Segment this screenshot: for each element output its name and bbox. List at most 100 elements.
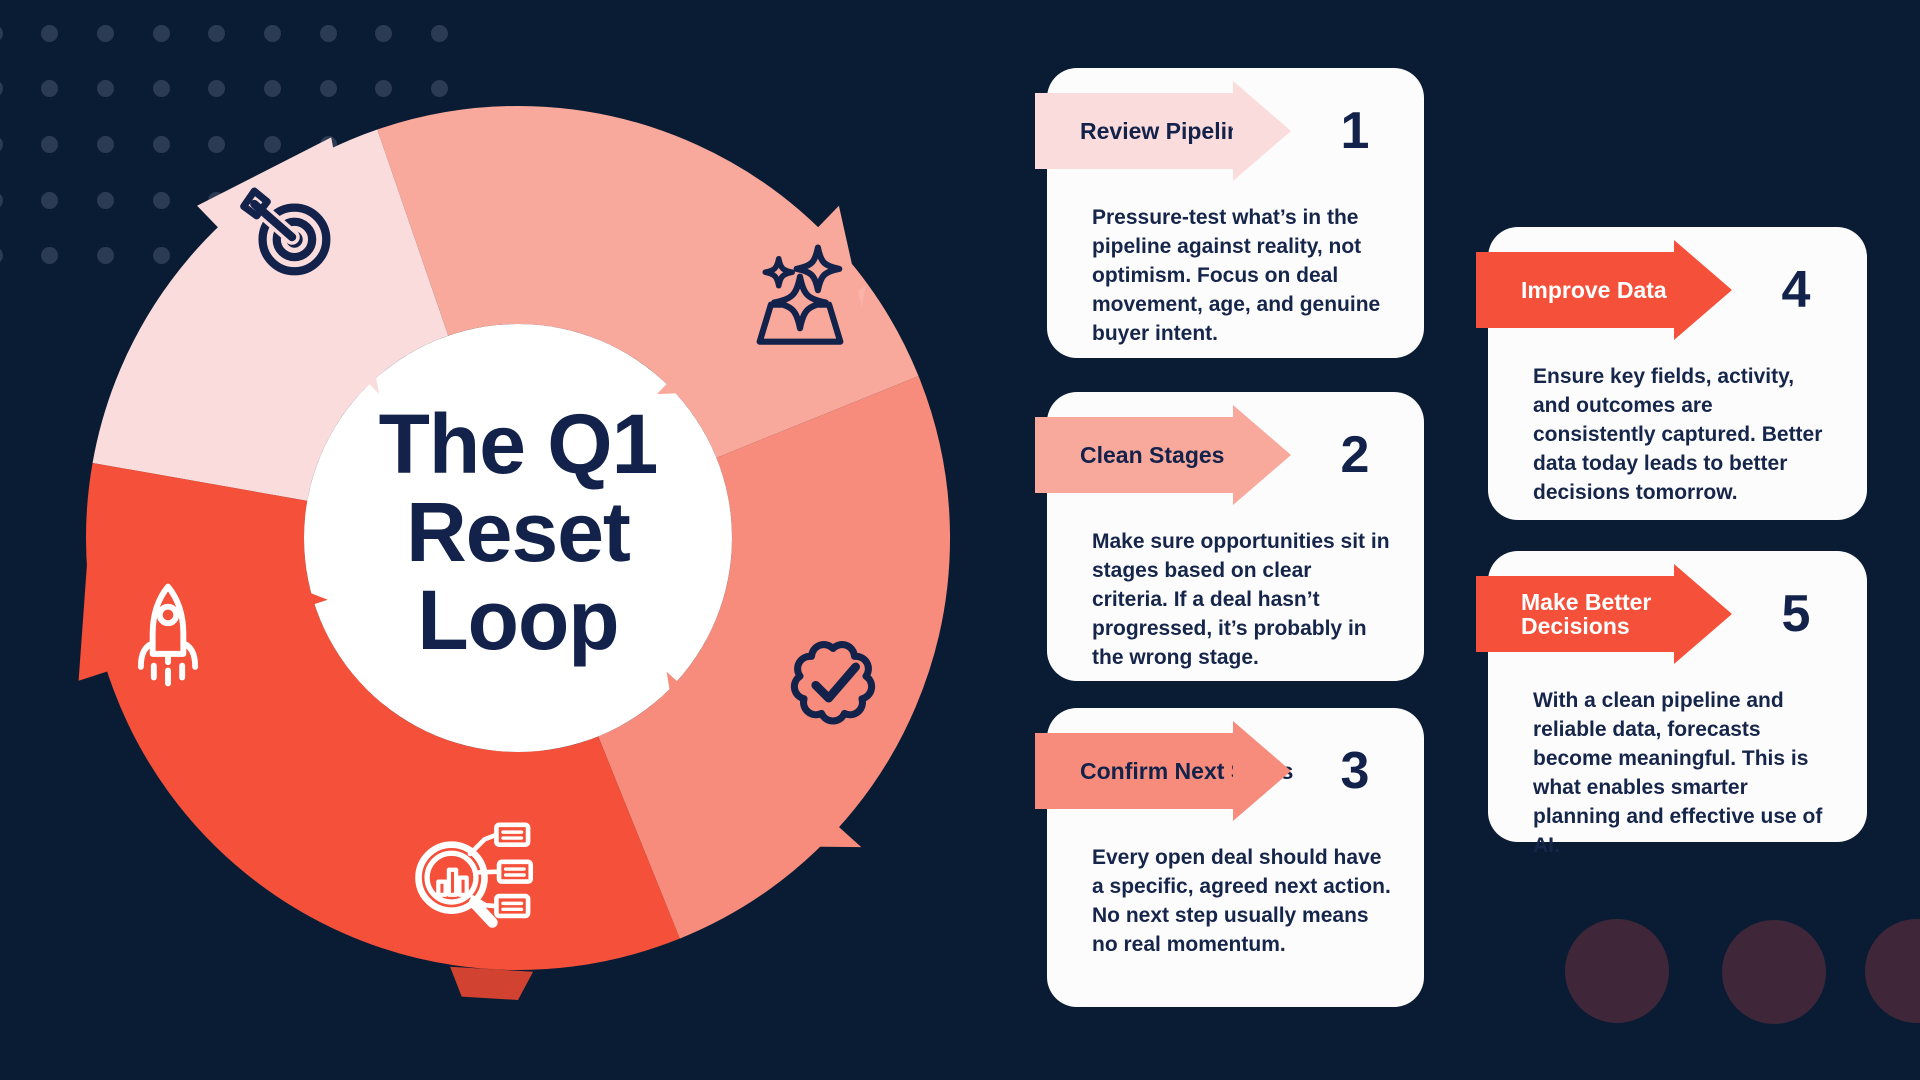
icon-art — [415, 822, 534, 928]
step-number: 4 — [1781, 261, 1811, 319]
icon-art — [137, 583, 199, 687]
step-label: Make Better Decisions — [1521, 588, 1652, 639]
icon-part — [496, 859, 534, 884]
grid-dot — [319, 80, 337, 98]
icon-part — [415, 841, 488, 914]
step-label: Improve Data — [1521, 276, 1667, 303]
loop-fold — [450, 966, 534, 1000]
step-label: Confirm Next Steps — [1080, 757, 1294, 784]
grid-dot — [0, 135, 3, 153]
step-label-ribbon: Review Pipeline — [1035, 81, 1291, 181]
grid-dot — [208, 135, 226, 153]
grid-dot — [41, 80, 59, 98]
loop-center-circle — [304, 324, 732, 752]
loop-title: The Q1 Reset Loop — [218, 400, 818, 664]
rocket-icon — [109, 576, 227, 694]
loop-title-line: Reset — [406, 485, 631, 579]
icon-part — [476, 869, 502, 875]
icon-part — [424, 850, 479, 905]
grid-dot — [152, 247, 170, 265]
icon-part — [272, 217, 317, 262]
step-number: 1 — [1340, 102, 1370, 160]
icon-part — [811, 662, 861, 703]
grid-dot — [0, 191, 3, 209]
grid-dot — [41, 135, 59, 153]
grid-dot — [152, 80, 170, 98]
grid-dot — [152, 24, 170, 42]
decorative-circle — [1565, 919, 1669, 1023]
grid-dot — [264, 24, 281, 42]
icon-art — [240, 187, 331, 276]
grid-dot — [96, 80, 114, 98]
step-card-review-pipeline: Review Pipeline 1 Pressure-test what’s i… — [1035, 68, 1424, 358]
step-description: Every open deal should have a specific, … — [1092, 846, 1391, 956]
data-search-icon — [404, 809, 536, 941]
grid-dot — [0, 247, 3, 265]
step-number: 5 — [1781, 585, 1811, 643]
step-description: Ensure key fields, activity, and outcome… — [1533, 365, 1823, 504]
grid-dot — [208, 80, 226, 98]
step-description: Make sure opportunities sit in stages ba… — [1092, 530, 1390, 669]
grid-dot — [0, 24, 3, 42]
loop-segment — [92, 129, 451, 504]
step-label-ribbon: Make Better Decisions — [1476, 564, 1732, 664]
step-card-confirm-next-steps: Confirm Next Steps 3 Every open deal sho… — [1035, 708, 1424, 1007]
grid-dot — [152, 191, 170, 209]
step-number: 2 — [1340, 426, 1370, 484]
icon-part — [457, 875, 469, 897]
grid-dot — [41, 247, 59, 265]
grid-dot — [264, 135, 281, 153]
grid-dot — [41, 191, 59, 209]
grid-dot — [152, 135, 170, 153]
icon-part — [240, 187, 271, 220]
icon-part — [494, 822, 531, 847]
decorative-circle — [1722, 920, 1826, 1024]
icon-art — [790, 641, 876, 725]
icon-part — [180, 640, 199, 670]
step-label: Review Pipeline — [1080, 117, 1254, 144]
icon-part — [771, 273, 829, 332]
icon-part — [446, 867, 459, 897]
step-card-improve-data: Improve Data 4 Ensure key fields, activi… — [1476, 227, 1867, 520]
icon-part — [436, 879, 448, 897]
grid-dot — [208, 24, 226, 42]
grid-dot — [319, 24, 337, 42]
target-icon — [226, 171, 344, 289]
step-label-ribbon: Confirm Next Steps — [1035, 721, 1293, 821]
loop-title-line: The Q1 — [378, 397, 659, 491]
icon-part — [762, 256, 795, 289]
step-label-ribbon: Improve Data — [1476, 240, 1732, 340]
step-card-make-better-decisions: Make Better Decisions 5 With a clean pip… — [1476, 551, 1867, 857]
step-description: Pressure-test what’s in the pipeline aga… — [1092, 206, 1381, 345]
sparkles-icon — [744, 242, 856, 354]
grid-dot — [96, 24, 114, 42]
grid-dot — [96, 247, 114, 265]
icon-part — [258, 203, 331, 276]
icon-part — [137, 640, 156, 670]
grid-dot — [431, 80, 449, 98]
icon-part — [470, 895, 499, 909]
loop-title-line: Loop — [417, 573, 619, 667]
decorative-circle — [1865, 919, 1920, 1023]
grid-dot — [431, 24, 449, 42]
grid-dot — [375, 80, 393, 98]
reset-loop-diagram — [78, 106, 950, 1000]
icon-part — [156, 603, 180, 627]
icon-part — [793, 244, 843, 294]
icon-art — [756, 244, 844, 345]
loop-arrowhead — [197, 137, 380, 395]
grid-dot — [0, 80, 3, 98]
step-description: With a clean pipeline and reliable data,… — [1533, 689, 1823, 857]
grid-dot — [375, 24, 393, 42]
loop-arrowhead — [666, 671, 862, 848]
loop-arrowhead — [656, 205, 879, 395]
icon-part — [468, 897, 498, 928]
grid-dot — [96, 135, 114, 153]
loop-arrowhead — [78, 508, 328, 681]
icon-part — [467, 832, 499, 857]
step-label-ribbon: Clean Stages — [1035, 405, 1291, 505]
grid-dot — [41, 24, 59, 42]
grid-dot — [264, 80, 281, 98]
icon-part — [494, 893, 531, 919]
